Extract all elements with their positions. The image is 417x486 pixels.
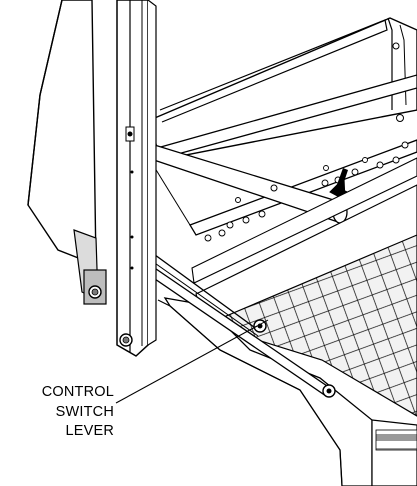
callout-line-3: LEVER (65, 423, 114, 439)
platform-floor (191, 157, 417, 417)
callout-line-1: CONTROL (41, 384, 114, 400)
callout-leader-line (115, 325, 258, 404)
threshold-plate (157, 297, 417, 486)
callout-label: CONTROL SWITCH LEVER (18, 383, 114, 442)
left-cover-panel (27, 0, 107, 305)
upright-post (116, 0, 157, 357)
callout-line-2: SWITCH (55, 403, 114, 420)
